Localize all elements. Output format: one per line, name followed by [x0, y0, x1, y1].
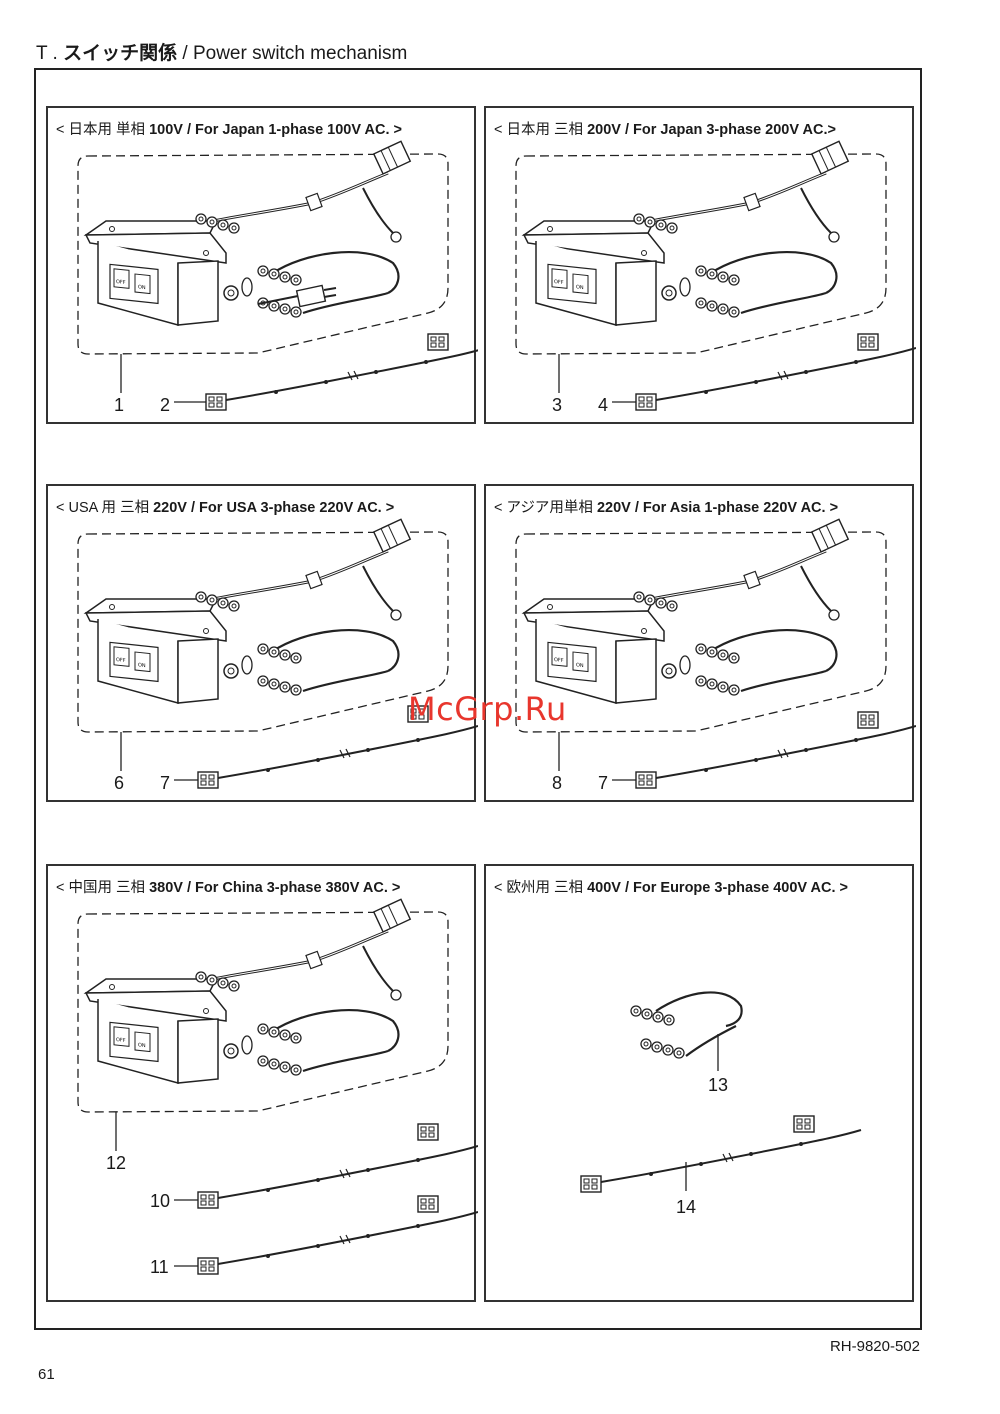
panel-japan-3phase: < 日本用 三相 200V / For Japan 3-phase 200V A…: [484, 106, 916, 424]
cable-connector: [197, 771, 219, 789]
parts-illustration: [77, 486, 478, 789]
cable-connector: [417, 1123, 439, 1141]
callout-number: 3: [552, 395, 563, 415]
callout-number: 4: [598, 395, 609, 415]
cable-connector: [635, 393, 657, 411]
callout-number: 2: [160, 395, 171, 415]
page-number: 61: [38, 1366, 55, 1383]
parts-illustration: [77, 866, 478, 1275]
cable-connector: [857, 711, 879, 729]
callout-number: 7: [598, 773, 609, 793]
document-code: RH-9820-502: [829, 1338, 920, 1355]
parts-illustration: [515, 486, 916, 789]
panel-title: < 欧州用 三相 400V / For Europe 3-phase 400V …: [494, 876, 848, 897]
cable-connector: [205, 393, 227, 411]
parts-illustration: [77, 108, 478, 411]
switch-box: [85, 220, 227, 326]
callout-number: 7: [160, 773, 171, 793]
extension-cable: [225, 347, 478, 401]
switch-box: [85, 598, 227, 704]
callout-number: 13: [708, 1075, 729, 1095]
panel-label-ja: < USA 用 三相: [56, 500, 150, 516]
panel-label-en: 220V / For Asia 1-phase 220V AC. >: [596, 500, 839, 516]
callout-number: 6: [114, 773, 125, 793]
switch-box: [523, 220, 665, 326]
extension-cable: [217, 1145, 478, 1199]
parts-illustration: [515, 108, 916, 411]
cable-connector: [417, 1195, 439, 1213]
callout-number: 12: [106, 1153, 127, 1173]
title-separator: /: [182, 43, 188, 64]
page-title: T . スイッチ関係 / Power switch mechanism: [36, 38, 407, 65]
wire-harness: [630, 991, 743, 1059]
panel-label-ja: < 日本用 単相: [56, 122, 146, 138]
panel-usa-3phase: < USA 用 三相 220V / For USA 3-phase 220V A…: [46, 484, 478, 802]
callout-number: 10: [150, 1191, 171, 1211]
callout-number: 11: [150, 1257, 169, 1277]
panel-label-en: 400V / For Europe 3-phase 400V AC. >: [587, 880, 849, 896]
parts-illustration: [580, 991, 862, 1193]
extension-cable: [600, 1129, 862, 1183]
panel-label-ja: < 中国用 三相: [56, 880, 146, 896]
wire-harness: [196, 519, 410, 695]
wire-harness: [196, 899, 410, 1075]
extension-cable: [217, 1211, 478, 1265]
panel-label-en: 220V / For USA 3-phase 220V AC. >: [153, 500, 395, 516]
cable-connector: [197, 1257, 219, 1275]
diagram-frame: [34, 68, 922, 1330]
panel-label-en: 380V / For China 3-phase 380V AC. >: [149, 880, 401, 896]
cable-connector: [857, 333, 879, 351]
panel-label-en: 100V / For Japan 1-phase 100V AC. >: [149, 122, 402, 138]
callout-number: 14: [676, 1197, 697, 1217]
panel-title: < 日本用 単相 100V / For Japan 1-phase 100V A…: [56, 118, 402, 139]
cable-connector: [580, 1175, 602, 1193]
wire-harness: [634, 519, 848, 695]
extension-cable: [655, 347, 916, 401]
callout-number: 1: [114, 395, 125, 415]
panel-japan-1phase: < 日本用 単相 100V / For Japan 1-phase 100V A…: [46, 106, 478, 424]
panel-label-ja: < アジア用単相: [494, 500, 593, 516]
switch-box: [85, 978, 227, 1084]
section-title-ja: スイッチ関係: [63, 43, 178, 64]
extension-cable: [217, 725, 478, 779]
panel-china-3phase: < 中国用 三相 380V / For China 3-phase 380V A…: [46, 864, 478, 1302]
wire-harness: [634, 141, 848, 317]
panel-title: < USA 用 三相 220V / For USA 3-phase 220V A…: [56, 496, 394, 517]
panel-title: < アジア用単相 220V / For Asia 1-phase 220V AC…: [494, 496, 838, 517]
cable-connector: [793, 1115, 815, 1133]
callout-number: 8: [552, 773, 563, 793]
panel-title: < 中国用 三相 380V / For China 3-phase 380V A…: [56, 876, 400, 897]
panel-label-ja: < 欧州用 三相: [494, 880, 584, 896]
panel-label-ja: < 日本用 三相: [494, 122, 584, 138]
panel-title: < 日本用 三相 200V / For Japan 3-phase 200V A…: [494, 118, 836, 139]
extension-cable: [655, 725, 916, 779]
section-title-en: Power switch mechanism: [192, 43, 408, 64]
cable-connector: [197, 1191, 219, 1209]
power-plug: [257, 284, 337, 308]
cable-connector: [635, 771, 657, 789]
panel-europe-3phase: < 欧州用 三相 400V / For Europe 3-phase 400V …: [484, 864, 914, 1302]
switch-box: [523, 598, 665, 704]
panel-label-en: 200V / For Japan 3-phase 200V AC.>: [587, 122, 836, 138]
cable-connector: [427, 333, 449, 351]
section-prefix: T .: [36, 43, 58, 64]
watermark: McGrp.Ru: [408, 690, 567, 728]
panel-asia-1phase: < アジア用単相 220V / For Asia 1-phase 220V AC…: [484, 484, 916, 802]
